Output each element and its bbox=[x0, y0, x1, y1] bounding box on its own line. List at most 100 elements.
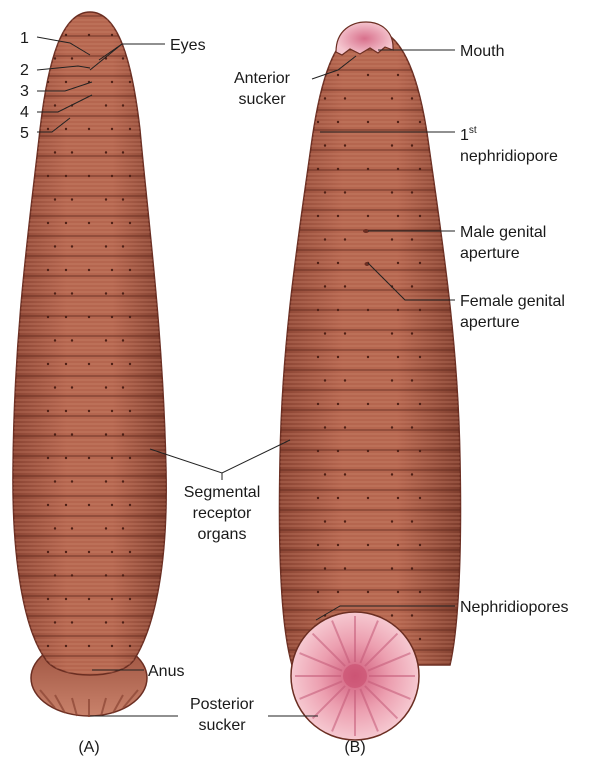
receptor-dot bbox=[111, 598, 113, 600]
receptor-dot bbox=[88, 645, 90, 647]
receptor-dot bbox=[65, 457, 67, 459]
receptor-dot bbox=[47, 551, 49, 553]
receptor-dot bbox=[47, 222, 49, 224]
receptor-dot bbox=[344, 426, 346, 428]
panel-a-label: (A) bbox=[78, 739, 99, 756]
receptor-dot bbox=[419, 262, 421, 264]
receptor-dot bbox=[367, 356, 369, 358]
receptor-dot bbox=[419, 450, 421, 452]
receptor-dot bbox=[105, 151, 107, 153]
receptor-dot bbox=[54, 151, 56, 153]
receptor-dot bbox=[65, 81, 67, 83]
receptor-dot bbox=[65, 363, 67, 365]
receptor-dot bbox=[111, 175, 113, 177]
receptor-dot bbox=[367, 403, 369, 405]
receptor-dot bbox=[419, 591, 421, 593]
receptor-dot bbox=[391, 520, 393, 522]
receptor-dot bbox=[88, 363, 90, 365]
receptor-dot bbox=[344, 97, 346, 99]
receptor-dot bbox=[391, 379, 393, 381]
receptor-dot bbox=[411, 285, 413, 287]
receptor-dot bbox=[88, 598, 90, 600]
receptor-dot bbox=[54, 621, 56, 623]
receptor-dot bbox=[411, 97, 413, 99]
receptor-dot bbox=[129, 551, 131, 553]
receptor-dot bbox=[54, 104, 56, 106]
receptor-dot bbox=[111, 269, 113, 271]
leech-ventral-view bbox=[270, 22, 470, 740]
posterior-sucker-label-line2: sucker bbox=[198, 717, 246, 734]
receptor-dot bbox=[122, 57, 124, 59]
receptor-dot bbox=[71, 527, 73, 529]
receptor-dot bbox=[344, 238, 346, 240]
receptor-dot bbox=[65, 175, 67, 177]
receptor-dot bbox=[324, 520, 326, 522]
receptor-dot bbox=[397, 262, 399, 264]
anus-label: Anus bbox=[148, 663, 184, 680]
receptor-dot bbox=[367, 309, 369, 311]
receptor-dot bbox=[337, 497, 339, 499]
receptor-dot bbox=[88, 128, 90, 130]
receptor-dot bbox=[105, 245, 107, 247]
receptor-dot bbox=[317, 356, 319, 358]
receptor-dot bbox=[129, 457, 131, 459]
receptor-dot bbox=[391, 614, 393, 616]
receptor-dot bbox=[105, 339, 107, 341]
receptor-dot bbox=[397, 403, 399, 405]
receptor-dot bbox=[419, 74, 421, 76]
receptor-dot bbox=[324, 191, 326, 193]
receptor-dot bbox=[105, 104, 107, 106]
receptor-dot bbox=[71, 198, 73, 200]
receptor-dot bbox=[47, 504, 49, 506]
posterior-sucker-label-line1: Posterior bbox=[190, 696, 255, 713]
receptor-dot bbox=[122, 339, 124, 341]
receptor-dot bbox=[344, 332, 346, 334]
receptor-dot bbox=[111, 551, 113, 553]
receptor-dot bbox=[337, 356, 339, 358]
receptor-dot bbox=[54, 198, 56, 200]
receptor-dot bbox=[344, 191, 346, 193]
receptor-dot bbox=[47, 34, 49, 36]
receptor-dot bbox=[88, 34, 90, 36]
first-nephridiopore-label-number: 1st bbox=[460, 125, 477, 144]
receptor-dot bbox=[105, 480, 107, 482]
first-nephridiopore-label-word: nephridiopore bbox=[460, 148, 558, 165]
receptor-dot bbox=[397, 450, 399, 452]
receptor-dot bbox=[337, 74, 339, 76]
receptor-dot bbox=[337, 215, 339, 217]
receptor-dot bbox=[111, 34, 113, 36]
receptor-dot bbox=[397, 497, 399, 499]
receptor-dot bbox=[411, 238, 413, 240]
male-label-line1: Male genital bbox=[460, 224, 546, 241]
receptor-dot bbox=[129, 34, 131, 36]
receptor-dot bbox=[111, 410, 113, 412]
eyes-label: Eyes bbox=[170, 37, 206, 54]
panel-b-label: (B) bbox=[344, 739, 365, 756]
receptor-dot bbox=[411, 191, 413, 193]
receptor-dot bbox=[129, 269, 131, 271]
receptor-dot bbox=[324, 97, 326, 99]
receptor-dot bbox=[411, 426, 413, 428]
receptor-dot bbox=[317, 450, 319, 452]
receptor-dot bbox=[105, 198, 107, 200]
receptor-dot bbox=[88, 504, 90, 506]
receptor-dot bbox=[71, 57, 73, 59]
receptor-dot bbox=[54, 480, 56, 482]
segment-number-3: 3 bbox=[20, 83, 29, 100]
receptor-dot bbox=[367, 168, 369, 170]
receptor-dot bbox=[88, 269, 90, 271]
receptor-dot bbox=[317, 262, 319, 264]
receptor-dot bbox=[317, 215, 319, 217]
receptor-dot bbox=[344, 144, 346, 146]
receptor-dot bbox=[397, 168, 399, 170]
segment-number-5: 5 bbox=[20, 125, 29, 142]
receptor-dot bbox=[111, 316, 113, 318]
receptor-dot bbox=[71, 151, 73, 153]
receptor-dot bbox=[122, 198, 124, 200]
receptor-dot bbox=[419, 215, 421, 217]
receptor-dot bbox=[54, 574, 56, 576]
receptor-dot bbox=[129, 316, 131, 318]
receptor-dot bbox=[65, 269, 67, 271]
receptor-dot bbox=[71, 574, 73, 576]
